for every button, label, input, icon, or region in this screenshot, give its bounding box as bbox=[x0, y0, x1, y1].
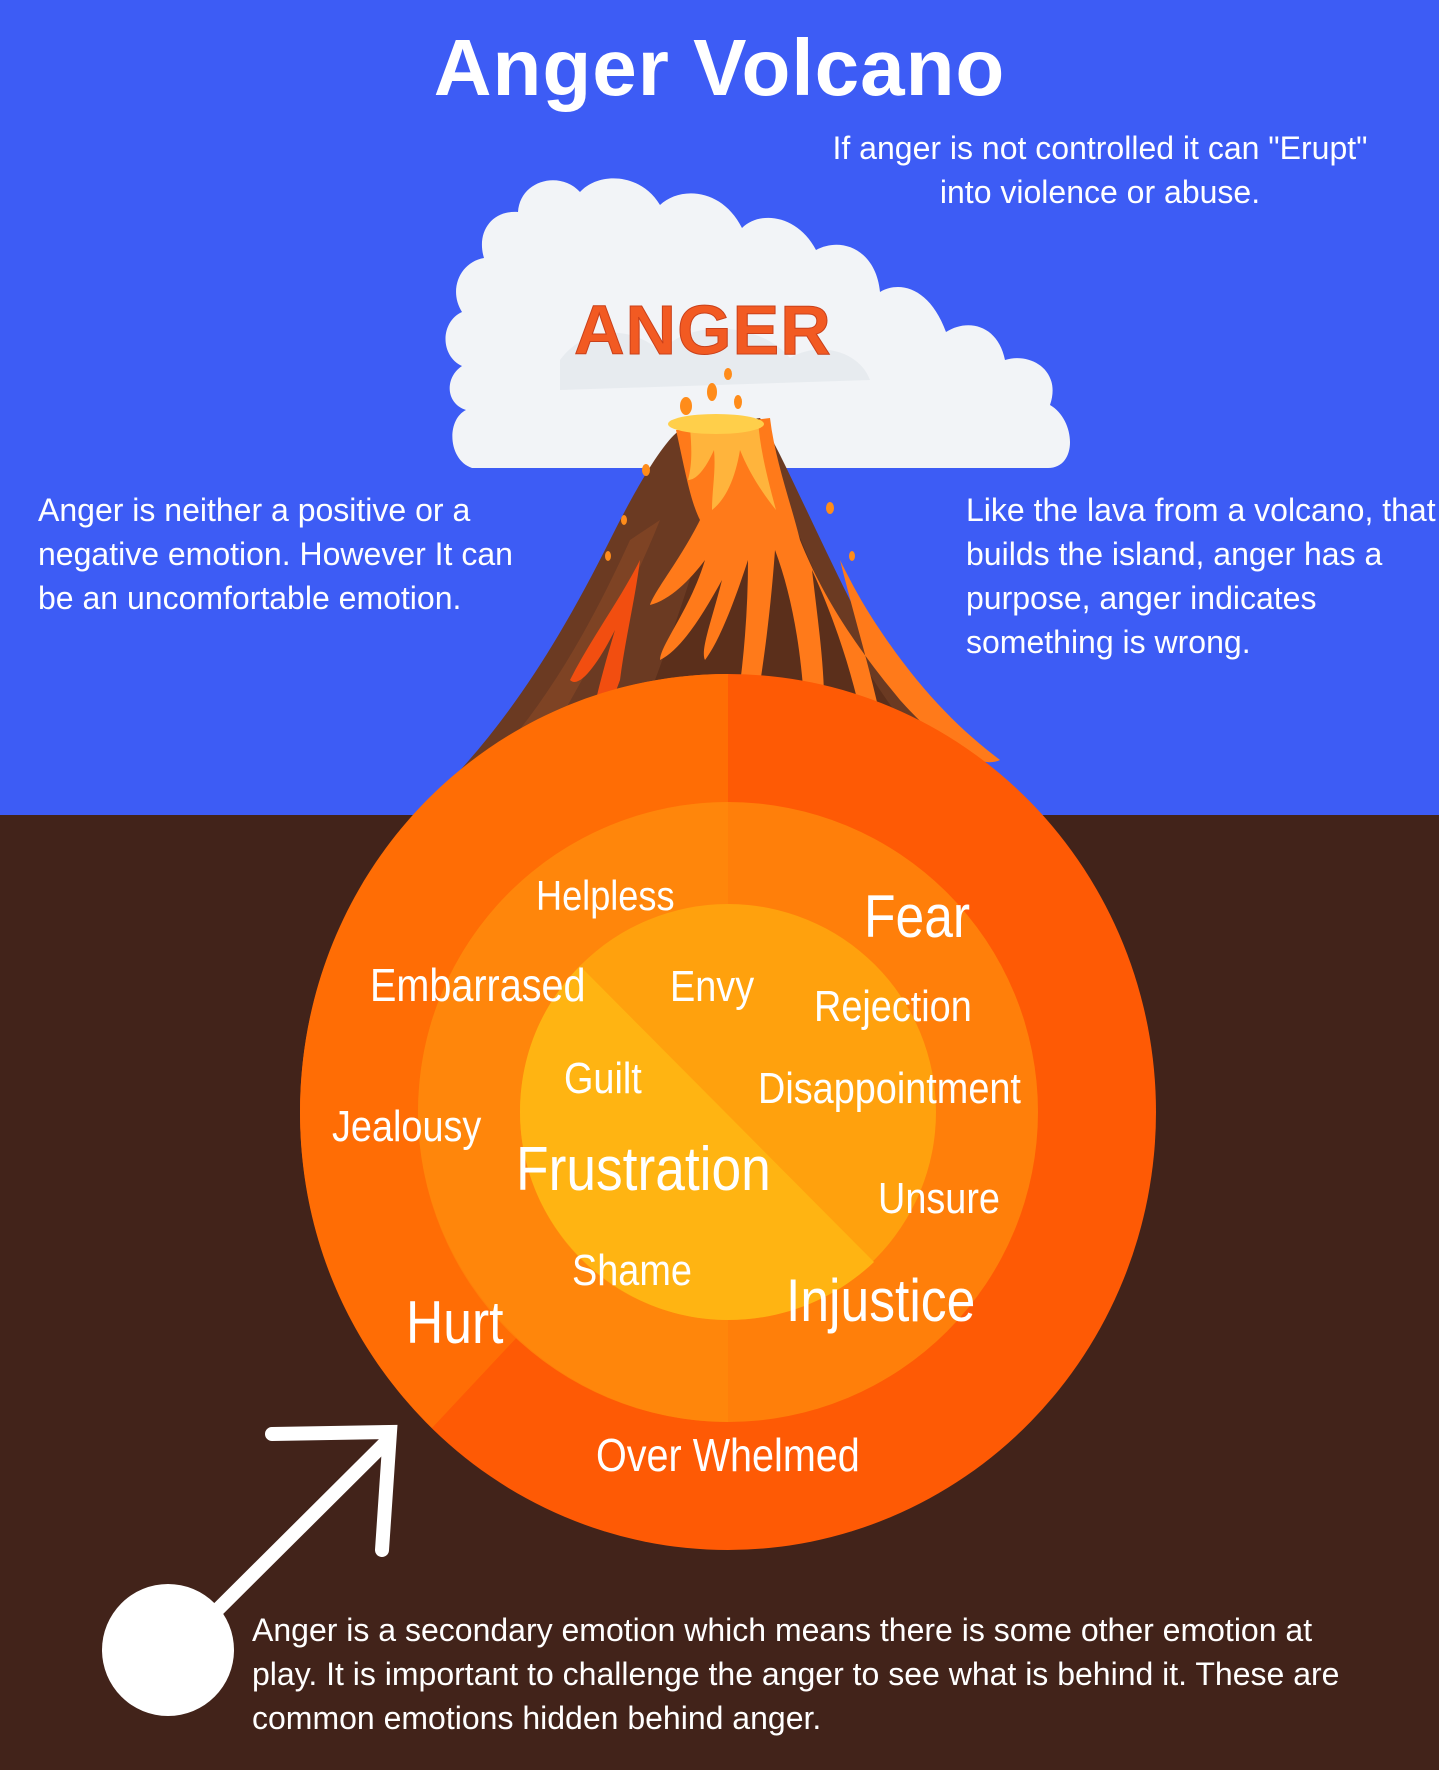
lava-flows bbox=[570, 414, 1000, 794]
emotion-helpless: Helpless bbox=[536, 872, 675, 919]
emotion-envy: Envy bbox=[670, 962, 755, 1011]
emotion-fear: Fear bbox=[864, 883, 971, 950]
emotion-overwhelmed: Over Whelmed bbox=[596, 1429, 860, 1481]
anger-label: ANGER bbox=[574, 291, 832, 370]
emotion-shame: Shame bbox=[572, 1246, 692, 1295]
emotion-jealousy: Jealousy bbox=[332, 1102, 482, 1151]
emotion-unsure: Unsure bbox=[878, 1174, 1000, 1223]
note-secondary-emotion: Anger is a secondary emotion which means… bbox=[252, 1612, 1340, 1736]
note-lava-purpose: Like the lava from a volcano, that build… bbox=[966, 492, 1436, 660]
note-neutral-emotion: Anger is neither a positive or a negativ… bbox=[38, 492, 513, 616]
note-erupt: If anger is not controlled it can "Erupt… bbox=[832, 130, 1368, 210]
emotion-guilt: Guilt bbox=[564, 1054, 642, 1103]
page-title: Anger Volcano bbox=[433, 23, 1006, 112]
emotion-hurt: Hurt bbox=[406, 1289, 504, 1356]
emotion-embarrased: Embarrased bbox=[370, 959, 586, 1011]
smoke-cloud bbox=[445, 178, 1070, 468]
emotion-injustice: Injustice bbox=[786, 1267, 976, 1334]
emotion-frustration: Frustration bbox=[516, 1135, 771, 1204]
emotion-rejection: Rejection bbox=[814, 982, 972, 1031]
lava-droplets bbox=[605, 368, 855, 561]
anchor-dot bbox=[102, 1584, 234, 1716]
emotion-disappointment: Disappointment bbox=[758, 1064, 1021, 1113]
magma-chamber bbox=[300, 674, 1156, 1550]
